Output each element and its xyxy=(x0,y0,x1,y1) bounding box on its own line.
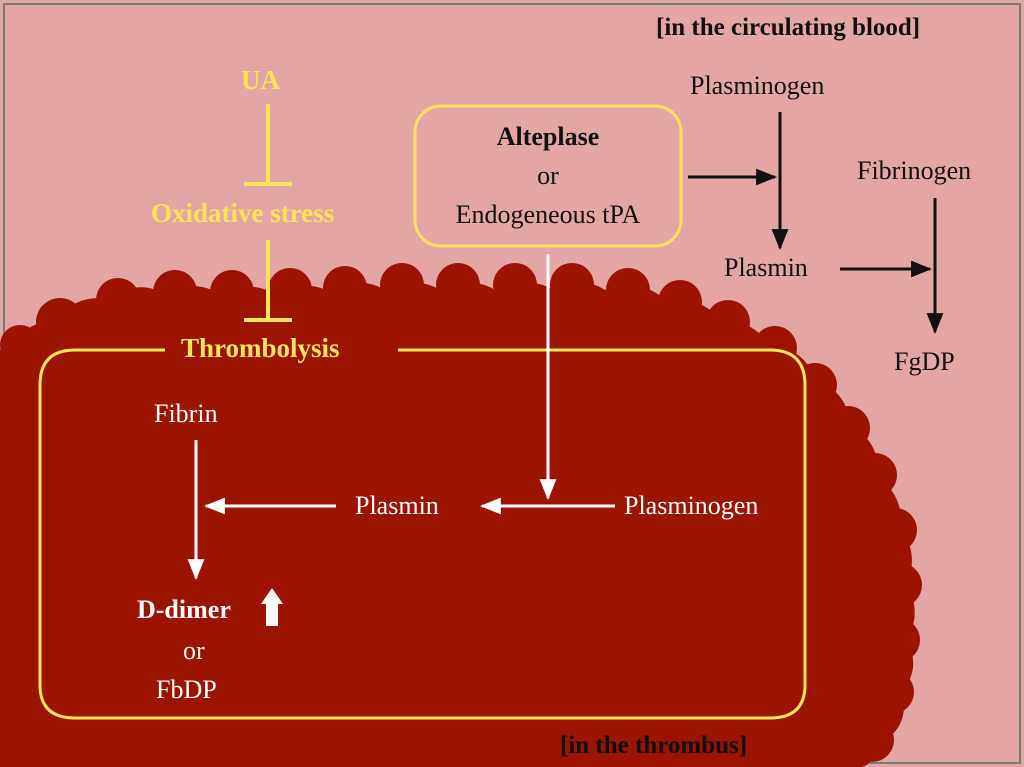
blood-plasmin-label: Plasmin xyxy=(724,253,808,282)
thrombus-plasminogen-label: Plasminogen xyxy=(624,491,759,520)
fibrin-label: Fibrin xyxy=(154,399,218,428)
thrombus-region xyxy=(0,263,922,767)
fgdp-label: FgDP xyxy=(894,347,955,376)
blood-plasminogen-label: Plasminogen xyxy=(690,71,825,100)
up-arrow-icon xyxy=(261,588,283,626)
thrombolysis-label: Thrombolysis xyxy=(181,333,340,363)
activator-or-label: or xyxy=(537,161,559,190)
thrombus-label: [in the thrombus] xyxy=(560,732,748,759)
ua-label: UA xyxy=(241,65,280,95)
thrombus-plasmin-label: Plasmin xyxy=(355,491,439,520)
thrombus-or-label: or xyxy=(183,636,205,665)
fbdp-label: FbDP xyxy=(156,675,217,704)
alteplase-label: Alteplase xyxy=(496,122,600,151)
endogenous-tpa-label: Endogeneous tPA xyxy=(455,200,641,229)
circulating-blood-label: [in the circulating blood] xyxy=(656,14,921,41)
thrombolysis-box xyxy=(38,348,807,720)
ddimer-label: D-dimer xyxy=(137,595,231,624)
oxidative-stress-label: Oxidative stress xyxy=(151,198,335,228)
blood-fibrinogen-label: Fibrinogen xyxy=(857,156,972,185)
alteplase-box xyxy=(413,104,683,248)
